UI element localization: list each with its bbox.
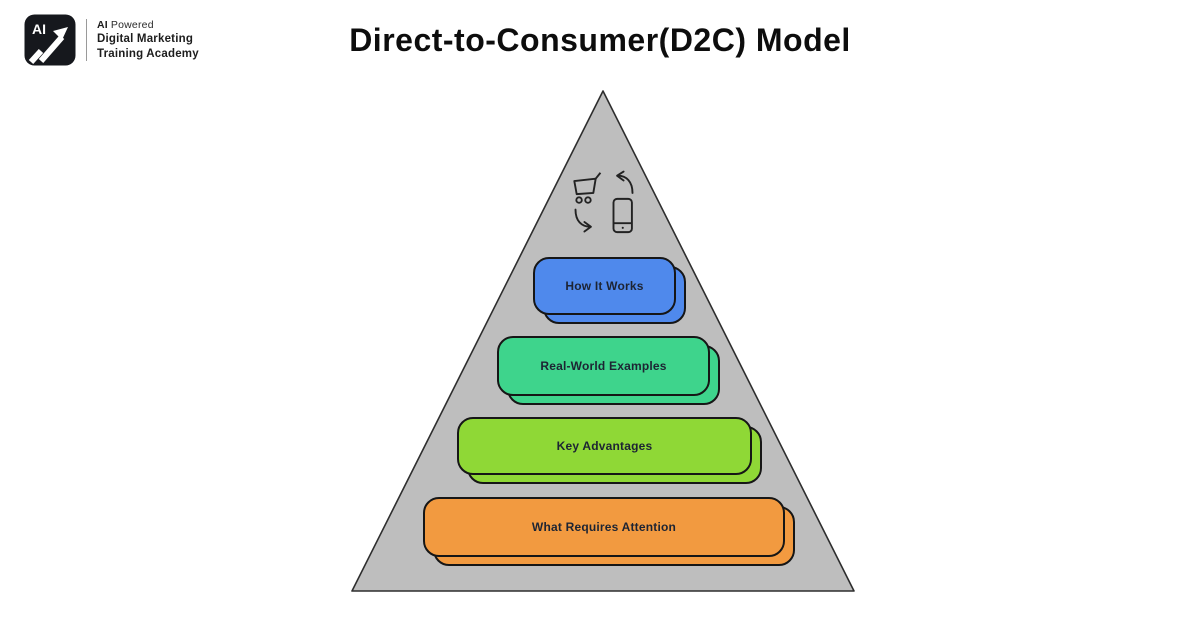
- page-title: Direct-to-Consumer(D2C) Model: [349, 22, 851, 58]
- refresh-arrow-top-icon: [616, 170, 634, 194]
- layer-label: Key Advantages: [457, 417, 752, 475]
- logo-badge-text: AI: [32, 21, 46, 37]
- pyramid-layer-what-requires-attention: What Requires Attention: [423, 497, 795, 566]
- pyramid-layer-key-advantages: Key Advantages: [457, 417, 762, 484]
- layer-label: Real-World Examples: [497, 336, 710, 396]
- logo-divider: [86, 19, 87, 61]
- commerce-cycle-icon: [573, 170, 634, 234]
- pyramid-layer-how-it-works: How It Works: [533, 257, 686, 324]
- ai-growth-arrow-icon: AI: [24, 14, 76, 66]
- layer-label: What Requires Attention: [423, 497, 785, 557]
- layer-label: How It Works: [533, 257, 676, 315]
- refresh-arrow-bottom-icon: [574, 208, 592, 233]
- shopping-cart-icon: [573, 172, 602, 204]
- pyramid-layer-real-world-examples: Real-World Examples: [497, 336, 720, 405]
- logo-line-2: Digital Marketing: [97, 33, 194, 46]
- smartphone-icon: [612, 197, 633, 234]
- logo-line-3: Training Academy: [97, 47, 199, 60]
